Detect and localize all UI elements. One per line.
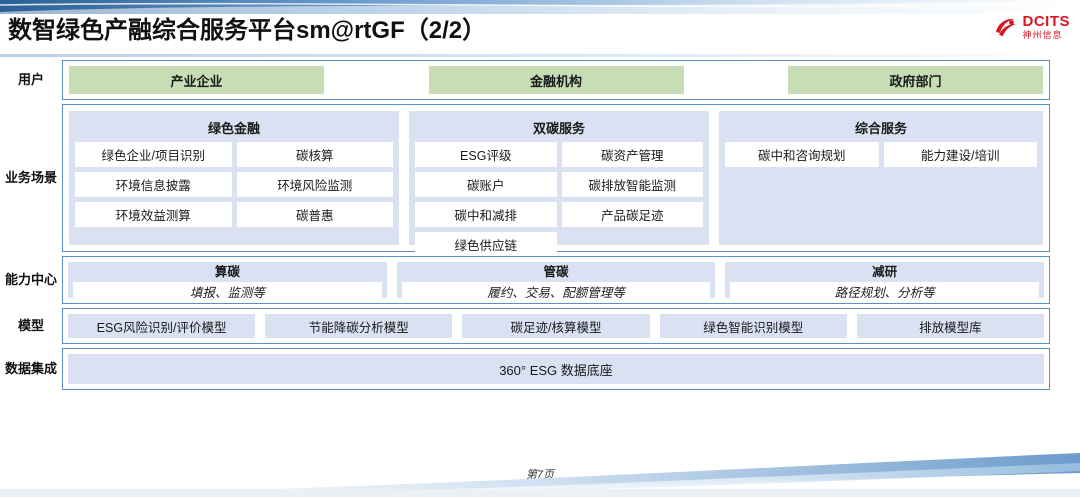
page-title: 数智绿色产融综合服务平台sm@rtGF（2/2） [8, 17, 487, 44]
user-chip[interactable]: 金融机构 [428, 66, 684, 94]
scenario-item[interactable]: 碳资产管理 [561, 142, 703, 167]
scenario-item[interactable]: 绿色供应链 [415, 232, 557, 257]
row-body-users: 产业企业 金融机构 政府部门 [62, 60, 1050, 100]
scenario-item[interactable]: 绿色企业/项目识别 [75, 142, 232, 167]
scenario-group-comprehensive: 综合服务 碳中和咨询规划 能力建设/培训 [719, 111, 1043, 245]
capability-group-guantan[interactable]: 管碳 履约、交易、配额管理等 [396, 262, 716, 302]
architecture-matrix: 用户 产业企业 金融机构 政府部门 业务场景 绿色金融 绿色企业/项目识别 碳核… [0, 60, 1080, 394]
data-foundation-bar[interactable]: 360° ESG 数据底座 [68, 354, 1044, 384]
scenario-item[interactable]: 碳中和减排 [415, 202, 557, 227]
scenario-item[interactable]: 环境效益测算 [75, 202, 232, 227]
capability-group-title: 减研 [872, 265, 898, 279]
logo-text-en: DCITS [1022, 13, 1070, 30]
capability-group-title: 算碳 [214, 265, 240, 279]
scenario-item[interactable]: 碳账户 [415, 172, 557, 197]
scenario-group-title: 综合服务 [854, 121, 907, 136]
row-body-data-integration: 360° ESG 数据底座 [62, 348, 1050, 390]
scenario-item[interactable]: 产品碳足迹 [561, 202, 703, 227]
row-model: 模型 ESG风险识别/评价模型 节能降碳分析模型 碳足迹/核算模型 绿色智能识别… [0, 308, 1080, 344]
scenario-group-green-finance: 绿色金融 绿色企业/项目识别 碳核算 环境信息披露 环境风险监测 环境效益测算 … [69, 111, 399, 245]
row-capability-center: 能力中心 算碳 填报、监测等 管碳 履约、交易、配额管理等 减研 路径规划、分析… [0, 256, 1080, 304]
capability-group-suantan[interactable]: 算碳 填报、监测等 [68, 262, 387, 302]
scenario-item[interactable]: 碳核算 [236, 142, 393, 167]
scenario-item[interactable]: 碳中和咨询规划 [725, 142, 879, 167]
row-label-data-integration: 数据集成 [4, 360, 57, 376]
model-chip[interactable]: 绿色智能识别模型 [659, 314, 847, 338]
capability-group-subtitle: 填报、监测等 [73, 282, 382, 302]
capability-group-jianyan[interactable]: 减研 路径规划、分析等 [725, 262, 1045, 302]
row-data-integration: 数据集成 360° ESG 数据底座 [0, 348, 1080, 390]
scenario-item[interactable]: 环境风险监测 [236, 172, 393, 197]
user-chip[interactable]: 产业企业 [69, 66, 324, 94]
scenario-item[interactable]: ESG评级 [415, 142, 557, 167]
user-chip[interactable]: 政府部门 [788, 66, 1043, 94]
scenario-group-title: 绿色金融 [207, 121, 260, 136]
row-body-capability-center: 算碳 填报、监测等 管碳 履约、交易、配额管理等 减研 路径规划、分析等 [62, 256, 1050, 304]
capability-group-title: 管碳 [543, 265, 569, 279]
row-label-capability-center: 能力中心 [4, 271, 57, 287]
capability-group-subtitle: 履约、交易、配额管理等 [401, 282, 711, 302]
scenario-item[interactable]: 碳排放智能监测 [561, 172, 703, 197]
header: 数智绿色产融综合服务平台sm@rtGF（2/2） DCITS 神州信息 [0, 8, 1080, 57]
row-label-users: 用户 [17, 71, 44, 87]
model-chip[interactable]: 排放模型库 [856, 314, 1045, 338]
model-chip[interactable]: ESG风险识别/评价模型 [68, 314, 256, 338]
row-label-business-scenario: 业务场景 [4, 169, 57, 185]
title-divider [0, 54, 1080, 57]
row-body-business-scenario: 绿色金融 绿色企业/项目识别 碳核算 环境信息披露 环境风险监测 环境效益测算 … [62, 104, 1050, 257]
scenario-group-dual-carbon: 双碳服务 ESG评级 碳资产管理 碳账户 碳排放智能监测 碳中和减排 产品碳足迹… [409, 111, 709, 257]
row-business-scenario: 业务场景 绿色金融 绿色企业/项目识别 碳核算 环境信息披露 环境风险监测 环境… [0, 104, 1080, 257]
scenario-group-title: 双碳服务 [532, 121, 585, 136]
scenario-item[interactable]: 碳普惠 [236, 202, 393, 227]
row-body-model: ESG风险识别/评价模型 节能降碳分析模型 碳足迹/核算模型 绿色智能识别模型 … [62, 308, 1050, 344]
capability-group-subtitle: 路径规划、分析等 [730, 282, 1040, 302]
row-label-model: 模型 [17, 317, 44, 333]
scenario-item[interactable]: 能力建设/培训 [883, 142, 1037, 167]
page-footer: 第7页 [525, 469, 555, 481]
logo-text-cn: 神州信息 [1022, 30, 1063, 40]
scenario-item[interactable]: 环境信息披露 [75, 172, 232, 197]
dcits-logo-icon [993, 16, 1019, 38]
model-chip[interactable]: 节能降碳分析模型 [265, 314, 453, 338]
brand-logo: DCITS 神州信息 [993, 14, 1071, 40]
model-chip[interactable]: 碳足迹/核算模型 [462, 314, 650, 338]
row-users: 用户 产业企业 金融机构 政府部门 [0, 60, 1080, 100]
